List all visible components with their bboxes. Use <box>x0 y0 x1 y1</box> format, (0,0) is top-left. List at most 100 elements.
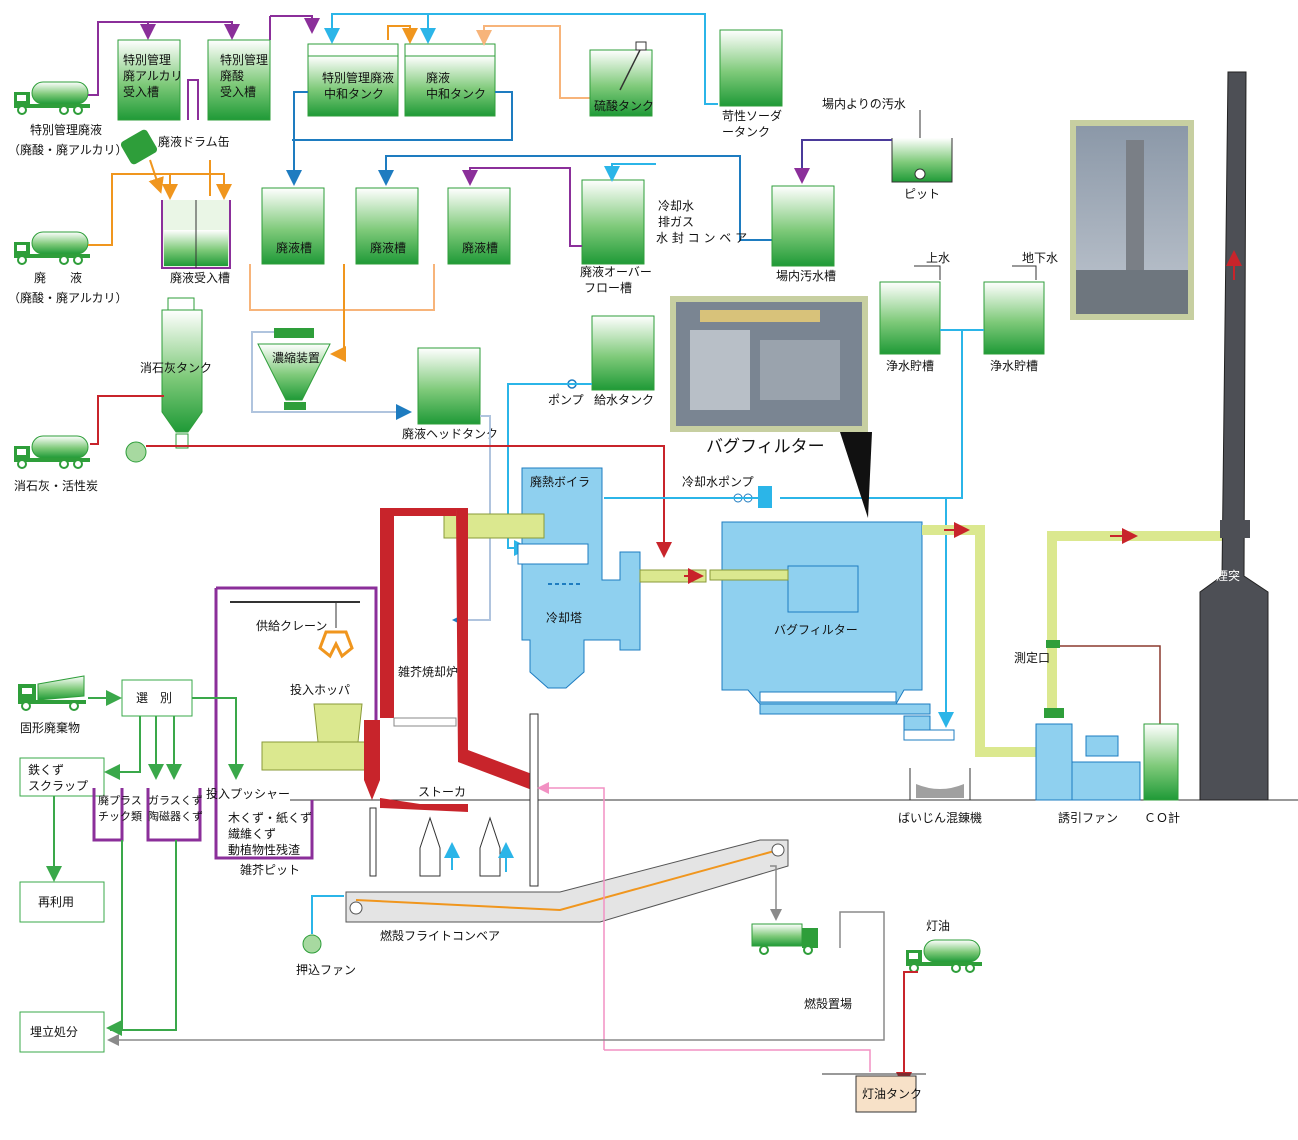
clean-water-tank-2: 浄水貯槽 <box>983 281 1045 373</box>
svg-text:繊維くず: 繊維くず <box>228 827 276 841</box>
svg-text:ＣＯ計: ＣＯ計 <box>1144 810 1180 825</box>
svg-text:給水タンク: 給水タンク <box>594 393 654 407</box>
svg-text:受入槽: 受入槽 <box>220 85 256 99</box>
svg-text:浄水貯槽: 浄水貯槽 <box>990 359 1038 373</box>
label-cooling-water: 冷却水 <box>658 199 694 213</box>
svg-text:受入槽: 受入槽 <box>123 85 159 99</box>
label-feed-crane: 供給クレーン <box>256 619 327 633</box>
dump-truck-icon <box>18 675 86 711</box>
svg-text:バグフィルター: バグフィルター <box>706 437 825 457</box>
ash-mixer: ばいじん混錬機 <box>898 768 982 825</box>
svg-text:浄水貯槽: 浄水貯槽 <box>886 359 934 373</box>
label-measurement-port: 測定口 <box>1014 650 1050 665</box>
ash-flight-conveyor: 燃殻フライトコンベア <box>345 839 789 943</box>
feed-hopper <box>261 703 371 771</box>
special-alkali-receive-tank: 特別管理 廃アルカリ 受入槽 <box>117 39 183 121</box>
svg-text:バグフィルター: バグフィルター <box>774 623 858 637</box>
svg-text:動植物性残渣: 動植物性残渣 <box>228 842 300 857</box>
special-neutral-tank: 特別管理廃液 中和タンク <box>307 43 399 117</box>
svg-text:特別管理廃液: 特別管理廃液 <box>322 70 394 85</box>
chimney: 煙突 <box>1199 71 1269 801</box>
kerosene-tank: 灯油タンク <box>822 1073 926 1113</box>
scrap-iron-box: 鉄くず スクラップ <box>19 757 105 797</box>
landfill-box: 埋立処分 <box>19 1011 105 1053</box>
bag-filter: バグフィルター <box>709 521 955 741</box>
label-push-fan: 押込ファン <box>296 963 356 977</box>
svg-text:中和タンク: 中和タンク <box>426 86 486 101</box>
induced-fan: 誘引ファン <box>1035 708 1141 825</box>
svg-text:煙突: 煙突 <box>1216 568 1240 583</box>
label-feed-hopper: 投入ホッパ <box>290 682 350 697</box>
fan-icon <box>125 441 147 463</box>
label-water-seal-conveyor: 水 封 コ ン ベ ア <box>656 231 747 245</box>
svg-text:特別管理: 特別管理 <box>123 52 171 67</box>
sulfuric-acid-tank: 硫酸タンク <box>589 41 654 117</box>
svg-text:鉄くず: 鉄くず <box>28 762 64 777</box>
svg-text:廃アルカリ: 廃アルカリ <box>123 68 183 83</box>
dump-truck-icon <box>751 923 818 955</box>
label-inplant-sewage: 場内よりの汚水 <box>822 97 906 111</box>
svg-text:フロー槽: フロー槽 <box>584 281 632 295</box>
svg-text:廃熱ボイラ: 廃熱ボイラ <box>530 474 590 489</box>
svg-text:廃液: 廃液 <box>426 70 450 85</box>
label-feed-pusher: 投入プッシャー <box>206 786 290 801</box>
label-tap-water: 上水 <box>926 251 950 265</box>
neutral-tank: 廃液 中和タンク <box>404 43 496 117</box>
svg-text:木くず・紙くず: 木くず・紙くず <box>228 810 312 825</box>
label-ash-yard: 燃殻置場 <box>804 996 852 1011</box>
ash-chute <box>369 713 539 887</box>
pit: ピット <box>891 138 953 201</box>
inplant-sewage-tank: 場内汚水槽 <box>771 185 836 283</box>
waste-heat-boiler: 廃熱ボイラ 冷却塔 <box>517 467 641 689</box>
svg-text:再利用: 再利用 <box>38 895 74 909</box>
label-kerosene: 灯油 <box>926 919 950 933</box>
caustic-soda-tank: 苛性ソーダ ータンク <box>719 29 783 139</box>
drum-can-icon <box>120 129 158 165</box>
concentrator: 濃縮装置 <box>257 328 331 410</box>
svg-text:ピット: ピット <box>904 187 940 201</box>
grab-bucket-icon <box>318 602 354 659</box>
label-waste-liquid: 廃 液 <box>34 270 82 285</box>
svg-text:特別管理: 特別管理 <box>220 52 268 67</box>
svg-text:雑芥焼却炉: 雑芥焼却炉 <box>398 664 458 679</box>
recycle-box: 再利用 <box>19 881 105 923</box>
svg-text:誘引ファン: 誘引ファン <box>1058 811 1118 825</box>
waste-plastic-bin: 廃プラス チック類 <box>92 788 142 842</box>
svg-text:ガラスくず: ガラスくず <box>148 794 203 807</box>
clean-water-tank-1: 浄水貯槽 <box>879 281 941 373</box>
label-exhaust-gas: 排ガス <box>658 215 694 229</box>
waste-tank-b: 廃液槽 <box>355 187 419 265</box>
svg-text:チック類: チック類 <box>98 810 142 823</box>
svg-text:中和タンク: 中和タンク <box>324 86 384 101</box>
svg-text:廃液槽: 廃液槽 <box>370 240 406 255</box>
svg-text:廃液槽: 廃液槽 <box>462 240 498 255</box>
feed-water-tank: 給水タンク <box>591 315 655 407</box>
misc-incinerator: 雑芥焼却炉 <box>364 508 532 812</box>
label-ground-water: 地下水 <box>1022 251 1058 265</box>
label-misc-pit: 雑芥ピット <box>240 862 300 877</box>
label-special-waste-liquid-sub: （廃酸・廃アルカリ） <box>8 142 128 157</box>
svg-text:冷却塔: 冷却塔 <box>546 611 582 625</box>
fan-icon <box>302 934 322 954</box>
svg-text:濃縮装置: 濃縮装置 <box>272 350 320 365</box>
waste-tank-a: 廃液槽 <box>261 187 325 265</box>
svg-text:廃液槽: 廃液槽 <box>276 240 312 255</box>
waste-overflow-tank: 廃液オーバー フロー槽 <box>580 179 652 295</box>
svg-text:廃液オーバー: 廃液オーバー <box>580 264 652 279</box>
tanker-truck-icon <box>905 939 983 973</box>
svg-text:場内汚水槽: 場内汚水槽 <box>776 269 836 283</box>
svg-text:ばいじん混錬機: ばいじん混錬機 <box>898 810 982 825</box>
svg-text:硫酸タンク: 硫酸タンク <box>594 98 654 113</box>
tanker-truck-icon <box>13 435 91 469</box>
label-slaked-lime-carbon: 消石灰・活性炭 <box>14 479 98 493</box>
label-solid-waste: 固形廃棄物 <box>20 720 80 735</box>
misc-pit-contents: 木くず・紙くず 繊維くず 動植物性残渣 <box>228 810 312 857</box>
tanker-truck-icon <box>13 231 91 265</box>
waste-tank-c: 廃液槽 <box>447 187 511 265</box>
label-drum-can: 廃液ドラム缶 <box>158 134 230 149</box>
svg-text:廃液ヘッドタンク: 廃液ヘッドタンク <box>402 426 498 441</box>
co-meter: ＣＯ計 <box>1143 723 1180 825</box>
slaked-lime-tank: 消石灰タンク <box>140 297 212 449</box>
svg-text:ータンク: ータンク <box>722 125 770 139</box>
